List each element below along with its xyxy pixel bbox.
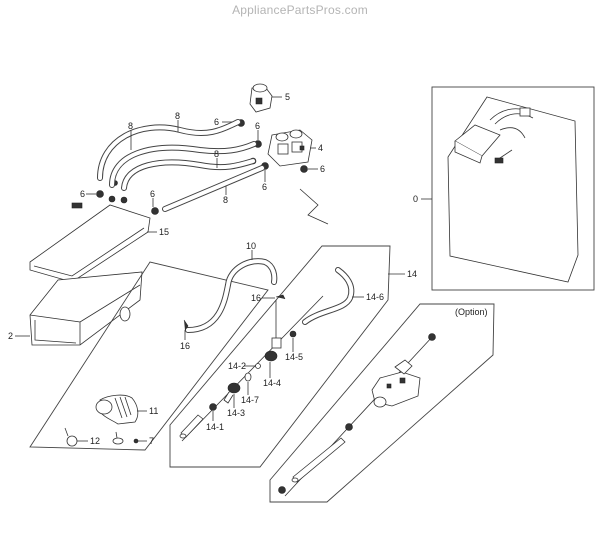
callout-14-2: 14-2 — [228, 361, 246, 371]
dispenser-housing[interactable]: 2 — [8, 271, 143, 346]
callout-16: 16 — [251, 293, 261, 303]
callout-14-6: 14-6 — [366, 292, 384, 302]
part-14-4[interactable]: 14-4 — [263, 337, 282, 388]
bellows-11[interactable]: 11 — [95, 394, 158, 425]
callout-8: 8 — [128, 121, 133, 131]
overview-frame — [431, 86, 595, 291]
hose-10[interactable]: 10 — [185, 241, 278, 333]
callout-14-5: 14-5 — [285, 352, 303, 362]
part-14-5[interactable]: 14-5 — [285, 330, 303, 362]
callout-14-7: 14-7 — [241, 395, 259, 405]
part-14-2[interactable]: 14-2 — [228, 361, 261, 371]
inlet-hoses[interactable]: 8 8 8 8 — [97, 111, 265, 212]
dispenser-cover[interactable]: 15 — [29, 202, 169, 283]
clip-16: 16 16 — [180, 293, 286, 351]
callout-11: 11 — [149, 406, 158, 416]
option-valve-assembly[interactable] — [278, 333, 436, 497]
callout-16: 16 — [180, 341, 190, 351]
bellows-frame — [29, 261, 269, 451]
assembly-axis — [181, 295, 324, 442]
callout-2: 2 — [8, 331, 13, 341]
hose-14-6[interactable]: 14-6 — [302, 267, 384, 325]
callout-6: 6 — [80, 189, 85, 199]
clamp-12[interactable]: 12 — [64, 427, 100, 447]
callout-15: 15 — [159, 227, 169, 237]
callout-7: 7 — [149, 436, 154, 446]
drain-tube — [179, 414, 204, 439]
callout-6: 6 — [214, 117, 219, 127]
part-14-3[interactable]: 14-3 — [223, 382, 245, 418]
option-label: (Option) — [455, 307, 488, 317]
callout-8: 8 — [223, 195, 228, 205]
callout-12: 12 — [90, 436, 100, 446]
callout-14-4: 14-4 — [263, 378, 281, 388]
callout-6: 6 — [150, 189, 155, 199]
callout-6: 6 — [320, 164, 325, 174]
callout-8: 8 — [175, 111, 180, 121]
callout-8: 8 — [214, 149, 219, 159]
drain-assembly-frame — [169, 245, 391, 468]
callout-14-3: 14-3 — [227, 408, 245, 418]
clamp-7[interactable]: 7 — [112, 431, 154, 446]
part-14-7[interactable]: 14-7 — [241, 372, 259, 405]
callout-5: 5 — [285, 92, 290, 102]
option-frame — [269, 303, 495, 503]
callout-0: 0 — [413, 194, 418, 204]
callout-6: 6 — [255, 121, 260, 131]
callout-14-1: 14-1 — [206, 422, 224, 432]
assembly-overview[interactable]: 0 — [413, 86, 595, 291]
water-valve-multi[interactable]: 4 — [267, 129, 323, 167]
callout-4: 4 — [318, 143, 323, 153]
callout-6: 6 — [262, 182, 267, 192]
watermark: AppliancePartsPros.com — [232, 3, 368, 17]
hose-clamps: 6 6 6 6 6 6 6 — [80, 117, 325, 215]
overview-dispenser-assembly — [454, 107, 534, 164]
callout-10: 10 — [246, 241, 256, 251]
assembly-frames — [29, 188, 495, 503]
callout-14: 14 — [407, 269, 417, 279]
washer-cabinet-outline — [447, 96, 579, 283]
part-14-1[interactable]: 14-1 — [206, 403, 224, 433]
water-valve-single[interactable]: 5 — [249, 83, 290, 113]
